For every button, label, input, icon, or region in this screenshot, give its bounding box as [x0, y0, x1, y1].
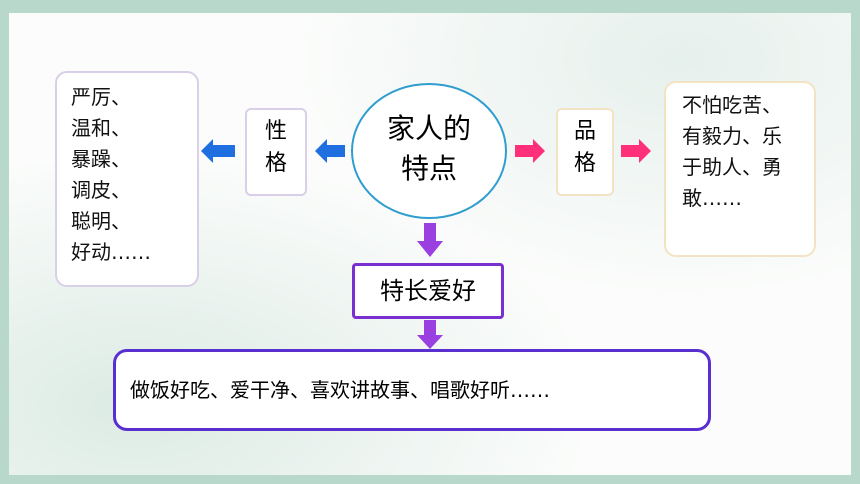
trait-item: 好动…… [71, 240, 151, 264]
trait-item: 有毅力、乐 [682, 124, 782, 148]
arrow-down-icon [417, 320, 443, 349]
character-line2: 格 [573, 151, 596, 176]
trait-item: 暴躁、 [71, 147, 131, 171]
arrow-down-icon [417, 223, 443, 257]
arrow-right-icon [515, 139, 545, 163]
personality-traits-box: 严厉、 温和、 暴躁、 调皮、 聪明、 好动…… [55, 71, 199, 287]
hobby-examples-box: 做饭好吃、爱干净、喜欢讲故事、唱歌好听…… [113, 349, 711, 431]
trait-item: 严厉、 [71, 85, 131, 109]
slide-card: 严厉、 温和、 暴躁、 调皮、 聪明、 好动…… 性 格 家人的 特点 品 格 … [9, 13, 851, 475]
hobby-label: 特长爱好 [352, 263, 504, 319]
center-topic: 家人的 特点 [351, 83, 507, 219]
personality-line1: 性 [264, 119, 287, 144]
personality-label: 性 格 [245, 108, 307, 196]
trait-item: 于助人、勇 [682, 155, 782, 179]
arrow-right-icon [621, 139, 651, 163]
trait-item: 敢…… [682, 186, 742, 210]
character-traits-box: 不怕吃苦、 有毅力、乐 于助人、勇 敢…… [664, 81, 816, 257]
arrow-left-icon [201, 139, 235, 163]
personality-line2: 格 [264, 151, 287, 176]
character-line1: 品 [573, 119, 596, 144]
trait-item: 聪明、 [71, 209, 131, 233]
arrow-left-icon [315, 139, 345, 163]
character-label: 品 格 [556, 108, 614, 196]
center-line2: 特点 [400, 152, 457, 185]
trait-item: 调皮、 [71, 178, 131, 202]
trait-item: 温和、 [71, 116, 131, 140]
center-line1: 家人的 [386, 112, 471, 145]
trait-item: 不怕吃苦、 [682, 93, 782, 117]
arrows-layer [201, 139, 651, 349]
